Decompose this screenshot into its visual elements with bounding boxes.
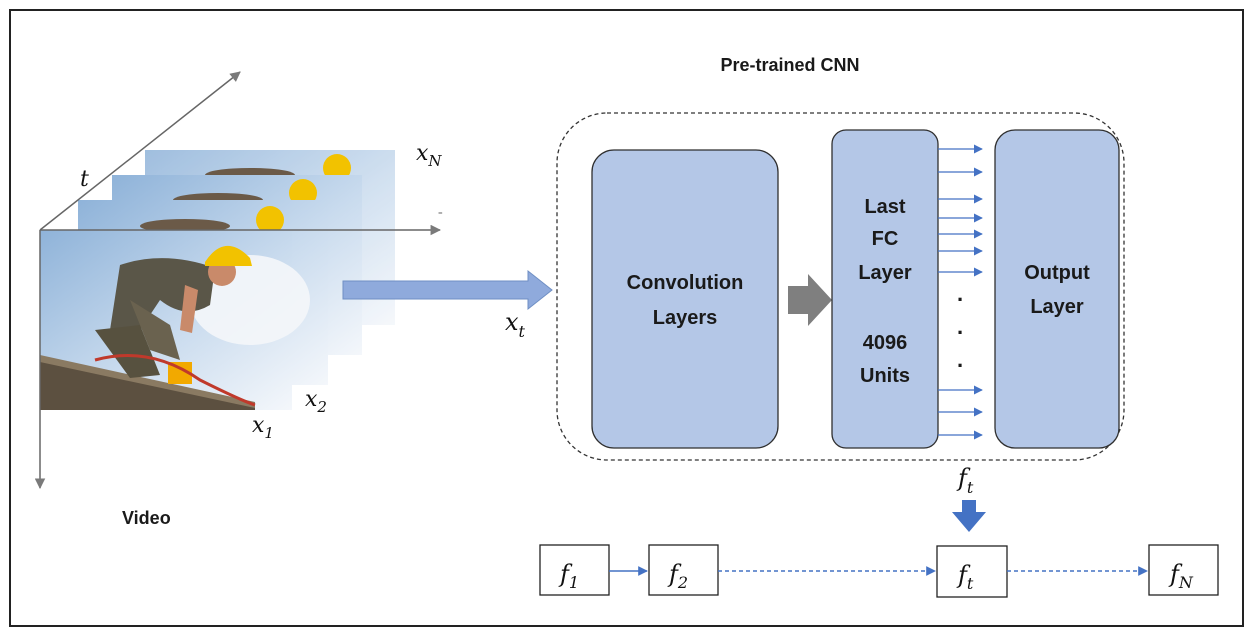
last-fc-layer-block — [831, 129, 939, 449]
frame-label-x2: x2 — [305, 387, 327, 416]
fc-output-arrows — [938, 144, 983, 440]
feature-label-ft: ft — [956, 464, 974, 497]
fc-label-line4: 4096 — [863, 332, 908, 354]
video-frame-front — [40, 230, 310, 410]
video-label: Video — [122, 508, 171, 528]
fc-label-line3: Layer — [858, 262, 912, 284]
ellipsis-dot-3: . — [957, 347, 963, 372]
ellipsis-dot-2: . — [957, 314, 963, 339]
cnn-title: Pre-trained CNN — [720, 55, 859, 75]
outer-frame — [9, 9, 1244, 627]
fc-label-line1: Last — [864, 196, 905, 218]
conv-label-line2: Layers — [653, 307, 718, 329]
convolution-layers-block — [591, 149, 779, 449]
output-label-line1: Output — [1024, 262, 1090, 284]
feature-down-arrow — [952, 500, 986, 532]
frame-label-xN: xN — [416, 141, 442, 170]
feature-sequence: f1 f2 ft fN — [539, 544, 1219, 598]
video-axes — [34, 71, 442, 490]
cnn-container — [556, 112, 1125, 461]
conv-label-line1: Convolution — [627, 272, 744, 294]
conv-to-fc-arrow — [788, 274, 832, 326]
feature-box-fN — [1148, 544, 1219, 596]
axis-tick-mark: - — [438, 205, 443, 220]
input-arrow-label: xt — [505, 308, 526, 341]
frame-label-x1: x1 — [252, 413, 274, 442]
input-arrow — [342, 269, 553, 311]
time-axis-label: t — [80, 167, 89, 192]
ellipsis-dot-1: . — [957, 281, 963, 306]
fc-label-line5: Units — [860, 365, 910, 387]
video-frame-stack — [40, 150, 395, 410]
fc-label-line2: FC — [872, 228, 899, 250]
feature-box-ft — [936, 545, 1008, 598]
output-label-line2: Layer — [1030, 296, 1084, 318]
feature-box-f2 — [648, 544, 719, 596]
feature-box-f1 — [539, 544, 610, 596]
output-layer-block — [994, 129, 1120, 449]
